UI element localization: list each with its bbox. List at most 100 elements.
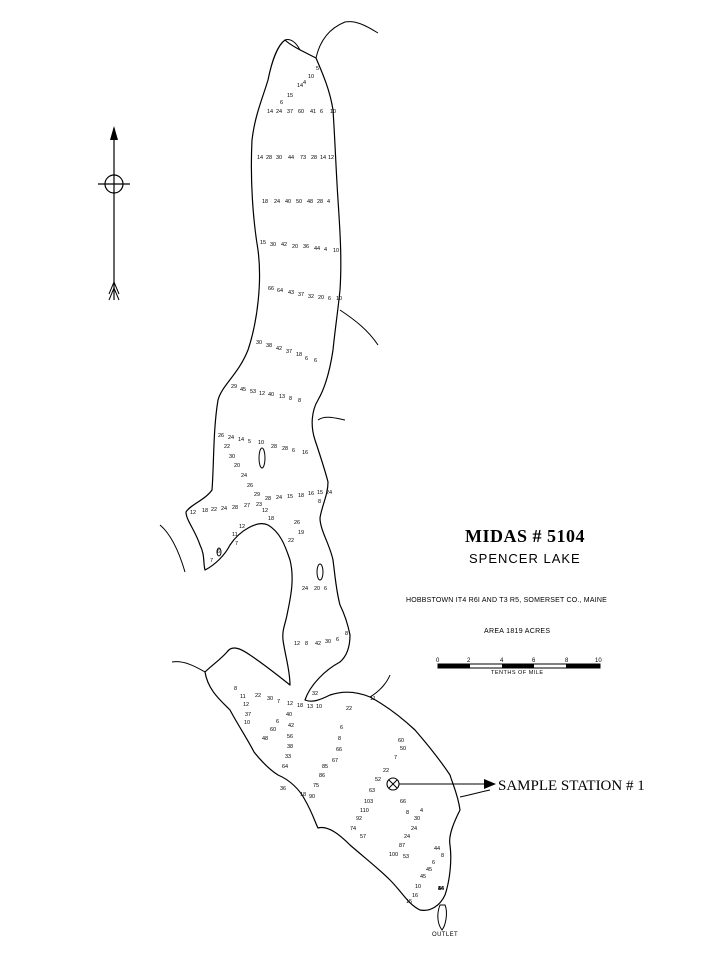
depth-sounding: 20: [234, 463, 240, 469]
scale-tick-label: 6: [532, 658, 536, 664]
depth-sounding: 44: [288, 155, 294, 161]
depth-sounding: 53: [250, 389, 256, 395]
depth-sounding: 26: [294, 520, 300, 526]
depth-sounding: 16: [302, 450, 308, 456]
depth-sounding: 18: [300, 792, 306, 798]
depth-sounding: 40: [285, 199, 291, 205]
station-arrow-head: [484, 779, 496, 789]
depth-sounding: 13: [307, 704, 313, 710]
depth-sounding: 50: [296, 199, 302, 205]
depth-sounding: 43: [288, 290, 294, 296]
depth-sounding: 36: [438, 886, 444, 892]
depth-sounding: 11: [370, 696, 376, 702]
depth-sounding: 10: [308, 74, 314, 80]
depth-sounding: 22: [383, 768, 389, 774]
depth-sounding: 15: [287, 494, 293, 500]
depth-sounding: 27: [244, 503, 250, 509]
depth-sounding: 29: [254, 492, 260, 498]
depth-sounding: 8: [406, 810, 409, 816]
depth-sounding: 6: [328, 296, 331, 302]
sample-station-label: SAMPLE STATION # 1: [498, 778, 645, 794]
depth-sounding: 40: [286, 712, 292, 718]
depth-sounding: 85: [322, 764, 328, 770]
depth-sounding: 18: [296, 352, 302, 358]
depth-sounding: 53: [403, 854, 409, 860]
depth-sounding: 24: [404, 834, 410, 840]
depth-sounding: 28: [311, 155, 317, 161]
depth-sounding: 87: [399, 843, 405, 849]
depth-sounding: 8: [318, 499, 321, 505]
depth-sounding: 15: [406, 899, 412, 905]
depth-sounding: 19: [298, 530, 304, 536]
depth-sounding: 28: [271, 444, 277, 450]
depth-sounding: 5: [248, 439, 251, 445]
depth-sounding: 14: [267, 109, 273, 115]
depth-sounding: 14: [438, 886, 444, 892]
depth-sounding: 100: [389, 852, 398, 858]
depth-sounding: 48: [262, 736, 268, 742]
depth-sounding: 24: [228, 435, 234, 441]
depth-sounding: 28: [282, 446, 288, 452]
depth-sounding: 6: [340, 725, 343, 731]
depth-sounding: 14: [238, 437, 244, 443]
shore-line-southeast: [369, 674, 391, 698]
depth-sounding: 8: [305, 641, 308, 647]
depth-sounding: 10: [258, 440, 264, 446]
depth-sounding: 4: [438, 886, 441, 892]
depth-sounding: 30: [229, 454, 235, 460]
depth-sounding: 8: [338, 736, 341, 742]
depth-sounding: 92: [356, 816, 362, 822]
depth-sounding: 28: [265, 496, 271, 502]
depth-sounding: 24: [276, 495, 282, 501]
depth-sounding: 30: [414, 816, 420, 822]
depth-sounding: 33: [285, 754, 291, 760]
lake-name: SPENCER LAKE: [469, 551, 581, 566]
depth-sounding: 10: [244, 720, 250, 726]
depth-sounding: 12: [294, 641, 300, 647]
depth-sounding: 4: [327, 199, 330, 205]
depth-sounding: 12: [239, 524, 245, 530]
depth-sounding: 26: [218, 433, 224, 439]
depth-sounding: 24: [221, 506, 227, 512]
depth-sounding: 60: [270, 727, 276, 733]
depth-sounding: 12: [243, 702, 249, 708]
depth-sounding: 8: [289, 396, 292, 402]
depth-sounding: 74: [350, 826, 356, 832]
depth-sounding: 22: [255, 693, 261, 699]
island: [316, 563, 324, 581]
depth-sounding: 60: [398, 738, 404, 744]
outlet-label: OUTLET: [432, 932, 459, 938]
depth-sounding: 24: [241, 473, 247, 479]
depth-sounding: 42: [276, 346, 282, 352]
depth-sounding: 75: [313, 783, 319, 789]
depth-sounding: 38: [266, 343, 272, 349]
area-text: AREA 1819 ACRES: [484, 628, 551, 635]
depth-sounding: 30: [256, 340, 262, 346]
depth-sounding: 64: [438, 886, 444, 892]
shore-line-southwest: [171, 661, 206, 673]
depth-sounding: 6: [305, 356, 308, 362]
depth-sounding: 56: [287, 734, 293, 740]
depth-sounding: 8: [441, 853, 444, 859]
depth-sounding: 10: [330, 109, 336, 115]
depth-sounding: 37: [287, 109, 293, 115]
depth-sounding: 18: [297, 703, 303, 709]
depth-sounding: 14: [257, 155, 263, 161]
depth-sounding: 12: [190, 510, 196, 516]
depth-sounding: 30: [325, 639, 331, 645]
depth-sounding: 28: [232, 505, 238, 511]
depth-sounding: 10: [316, 704, 322, 710]
depth-sounding: 90: [309, 794, 315, 800]
depth-sounding: 10: [333, 248, 339, 254]
depth-sounding: 16: [308, 491, 314, 497]
outlet-channel: [437, 904, 447, 931]
depth-sounding: 57: [360, 834, 366, 840]
depth-sounding: 12: [287, 701, 293, 707]
shore-line-north-left: [284, 39, 301, 51]
depth-sounding: 37: [245, 712, 251, 718]
depth-sounding: 22: [211, 507, 217, 513]
depth-sounding: 20: [318, 295, 324, 301]
scale-tick-label: 4: [500, 658, 504, 664]
depth-sounding: 26: [247, 483, 253, 489]
